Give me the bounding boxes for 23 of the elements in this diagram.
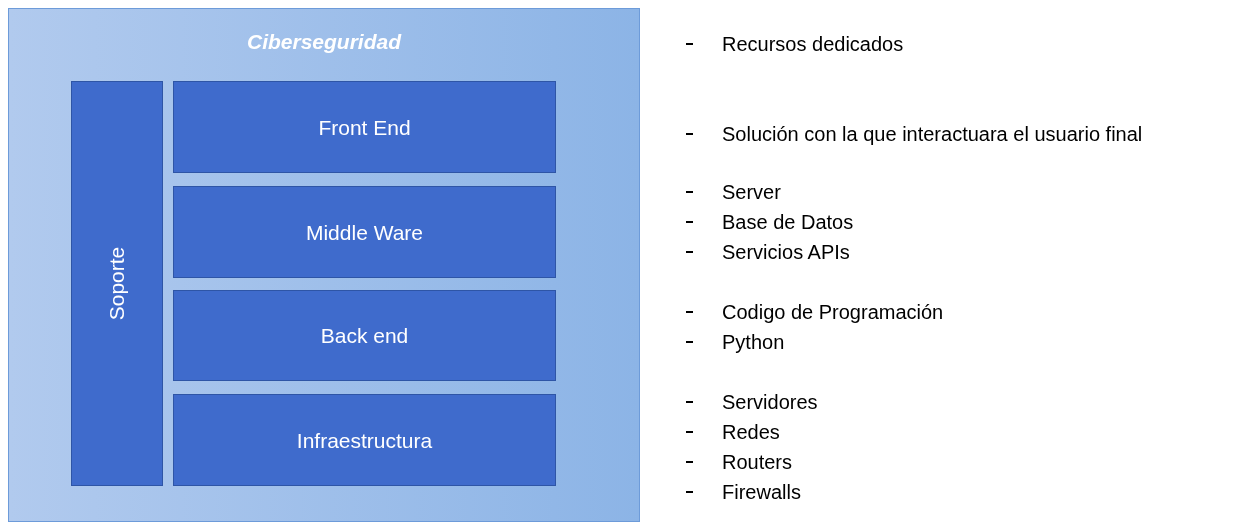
layer-label: Back end [320, 325, 409, 346]
list-item: Redes [722, 420, 780, 444]
layer-box [71, 81, 163, 486]
layer-label: Soporte [106, 246, 128, 321]
list-item: Solución con la que interactuara el usuario final [722, 122, 1143, 146]
list-item: Codigo de Programación [722, 300, 944, 324]
layer-box [173, 186, 556, 278]
list-item: Server [722, 180, 781, 204]
layer-label: Infraestructura [296, 429, 433, 451]
list-item: Base de Datos [722, 210, 854, 234]
list-item: Servidores [722, 390, 818, 414]
list-item: Routers [722, 450, 793, 474]
list-item: Recursos dedicados [722, 32, 904, 56]
layer-label: Front End [318, 116, 411, 138]
layer-box [173, 394, 556, 486]
list-item: Firewalls [722, 480, 801, 504]
container-title: Ciberseguridad [245, 31, 403, 52]
layer-box [173, 290, 556, 381]
container-box [8, 8, 640, 522]
list-item: Servicios APIs [722, 240, 850, 264]
layer-label: Middle Ware [305, 221, 424, 243]
layer-box [173, 81, 556, 173]
list-item: Python [722, 330, 785, 354]
